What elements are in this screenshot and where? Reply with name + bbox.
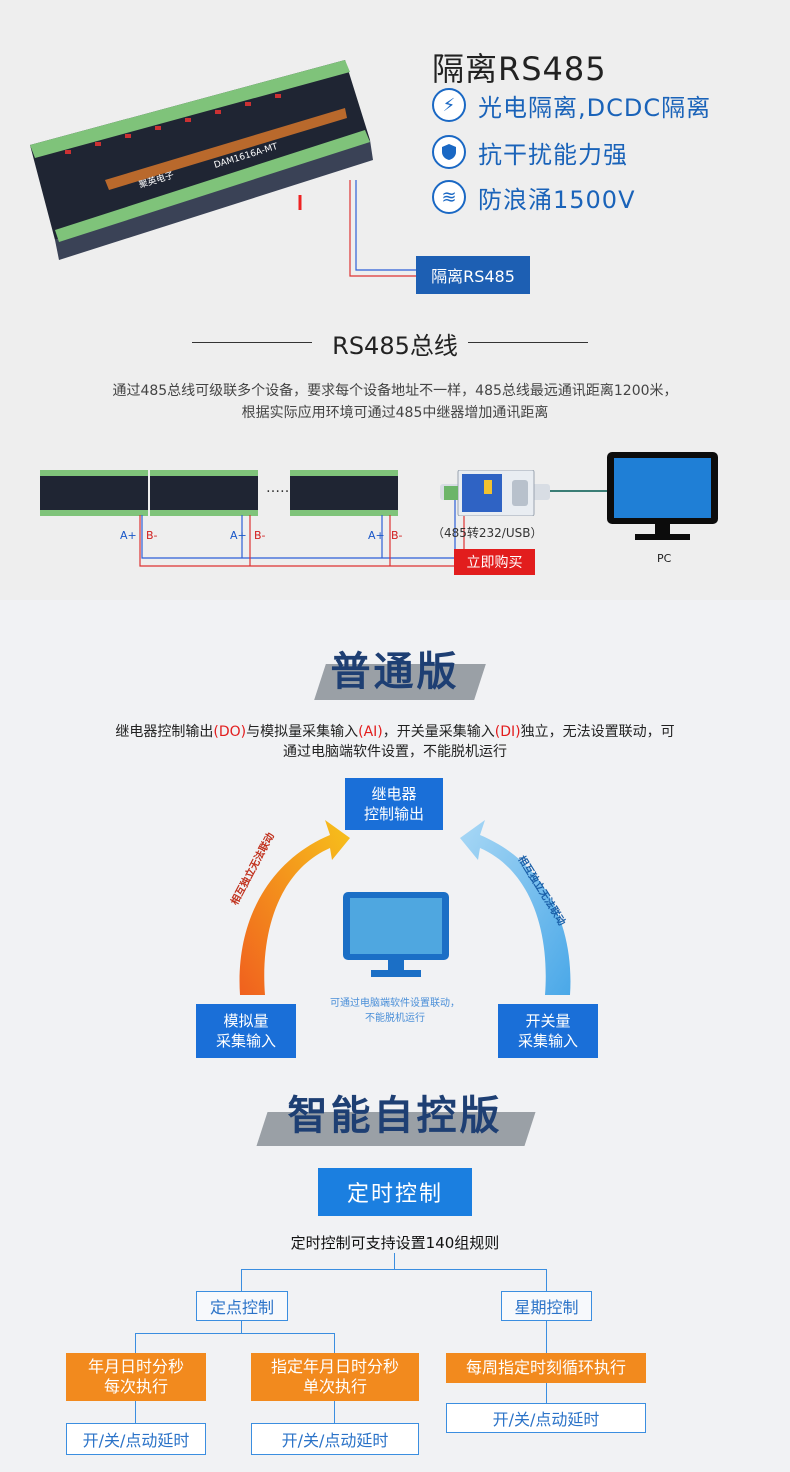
center-note: 可通过电脑端软件设置联动， 不能脱机运行 <box>300 996 490 1026</box>
tree-line <box>241 1269 242 1291</box>
monitor-icon <box>607 452 718 540</box>
tree-line <box>546 1269 547 1291</box>
divider-left <box>192 342 312 343</box>
basic-desc-line2: 通过电脑端软件设置，不能脱机运行 <box>283 744 507 760</box>
node-line: 每次执行 <box>103 1377 168 1396</box>
pc-label: PC <box>657 552 672 565</box>
basic-desc-text: ，开关量采集输入 <box>382 724 495 740</box>
chain-device-2 <box>150 470 258 516</box>
single-node: 指定年月日时分秒 单次执行 <box>251 1353 419 1401</box>
pc-cable <box>550 490 608 492</box>
feature-title: 隔离RS485 <box>432 50 607 88</box>
a-label-3: A+ <box>368 529 385 542</box>
b-label-2: B- <box>254 529 266 542</box>
center-monitor-icon <box>343 892 449 977</box>
feature-label: 抗干扰能力强 <box>478 140 628 169</box>
versions-section <box>0 600 790 1472</box>
basic-desc-text: 与模拟量采集输入 <box>246 724 359 740</box>
tree-line <box>334 1333 335 1353</box>
buy-button[interactable]: 立即购买 <box>454 549 535 575</box>
feature-row-surge: ≋ 防浪涌1500V <box>432 177 636 217</box>
a-label-2: A+ <box>230 529 247 542</box>
basic-desc-text: 独立，无法设置联动，可 <box>520 724 675 740</box>
tree-line <box>135 1333 136 1353</box>
tree-line <box>546 1383 547 1403</box>
node-line: 单次执行 <box>302 1377 367 1396</box>
device-image: 聚英电子 DAM1616A-MT <box>30 60 373 260</box>
converter-label: （485转232/USB） <box>432 526 543 540</box>
feature-row-interference: 抗干扰能力强 <box>432 132 628 172</box>
box-line: 继电器 <box>371 785 417 803</box>
smart-title-banner: 智能自控版 <box>250 1082 540 1142</box>
node-line: 指定年月日时分秒 <box>270 1357 399 1376</box>
box-line: 采集输入 <box>215 1032 276 1050</box>
switch-input-box: 开关量 采集输入 <box>498 1004 598 1058</box>
tree-line <box>135 1401 136 1423</box>
bus-title: RS485总线 <box>332 332 458 360</box>
week-control-node: 星期控制 <box>501 1291 592 1321</box>
wave-icon: ≋ <box>432 180 466 214</box>
lightning-icon: ⚡ <box>432 88 466 122</box>
basic-desc-text: 继电器控制输出 <box>115 724 214 740</box>
tree-line <box>394 1253 395 1269</box>
chain-device-3 <box>290 470 398 516</box>
timer-control-tag: 定时控制 <box>318 1168 472 1216</box>
box-line: 开关量 <box>525 1012 571 1030</box>
basic-title: 普通版 <box>330 649 460 695</box>
bus-wires <box>139 500 465 567</box>
center-note-line: 可通过电脑端软件设置联动， <box>330 998 460 1009</box>
box-line: 采集输入 <box>517 1032 578 1050</box>
analog-input-box: 模拟量 采集输入 <box>196 1004 296 1058</box>
action-node-1: 开/关/点动延时 <box>66 1423 206 1455</box>
converter-image <box>440 470 550 516</box>
arrows-graphic <box>239 820 571 995</box>
feature-label: 防浪涌1500V <box>478 185 636 214</box>
yearly-node: 年月日时分秒 每次执行 <box>66 1353 206 1401</box>
chain-device-1 <box>40 470 148 516</box>
node-line: 年月日时分秒 <box>87 1357 184 1376</box>
weekly-node: 每周指定时刻循环执行 <box>446 1353 646 1383</box>
tree-line <box>334 1401 335 1423</box>
b-label-3: B- <box>391 529 403 542</box>
smart-title: 智能自控版 <box>287 1093 503 1139</box>
a-label-1: A+ <box>120 529 137 542</box>
box-line: 控制输出 <box>363 805 424 823</box>
b-label-1: B- <box>146 529 158 542</box>
tree-line <box>241 1269 547 1270</box>
basic-title-banner: 普通版 <box>290 640 500 696</box>
device-wires <box>349 180 418 277</box>
feature-label: 光电隔离,DCDC隔离 <box>478 93 712 122</box>
tree-line <box>135 1333 335 1334</box>
action-node-2: 开/关/点动延时 <box>251 1423 419 1455</box>
basic-desc-line1: 继电器控制输出(DO)与模拟量采集输入(AI)，开关量采集输入(DI)独立，无法… <box>0 721 790 741</box>
bus-desc-line1: 通过485总线可级联多个设备，要求每个设备地址不一样，485总线最远通讯距离12… <box>112 383 678 399</box>
center-note-line: 不能脱机运行 <box>365 1013 425 1024</box>
action-node-3: 开/关/点动延时 <box>446 1403 646 1433</box>
di-tag: (DI) <box>494 724 521 740</box>
relay-output-box: 继电器 控制输出 <box>345 778 443 830</box>
divider-right <box>468 342 588 343</box>
timer-desc: 定时控制可支持设置140组规则 <box>290 1234 500 1252</box>
ellipsis: …… <box>266 480 294 496</box>
bus-desc-line2: 根据实际应用环境可通过485中继器增加通讯距离 <box>241 405 549 421</box>
shield-icon <box>432 135 466 169</box>
tree-line <box>546 1321 547 1353</box>
tree-line <box>241 1321 242 1333</box>
isolation-tag: 隔离RS485 <box>416 256 530 294</box>
do-tag: (DO) <box>213 724 247 740</box>
feature-row-isolation: ⚡ 光电隔离,DCDC隔离 <box>432 85 711 125</box>
ai-tag: (AI) <box>358 724 383 740</box>
box-line: 模拟量 <box>223 1012 269 1030</box>
point-control-node: 定点控制 <box>196 1291 288 1321</box>
